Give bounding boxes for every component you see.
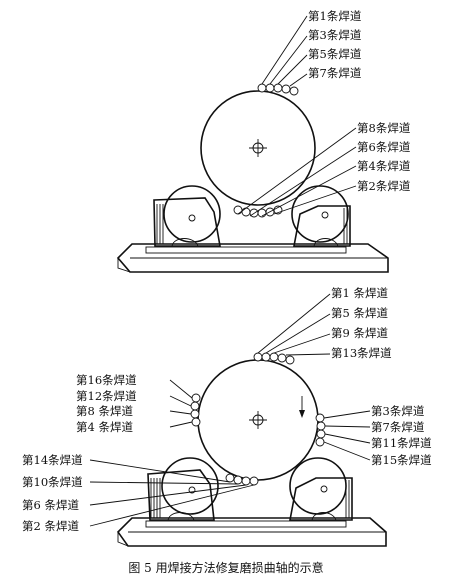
bottom-label-weld-13: 第13条焊道 [331, 346, 392, 360]
bottom-label-weld-9: 第9 条焊道 [331, 326, 388, 340]
top-label-weld-1: 第1条焊道 [308, 9, 362, 23]
bottom-label-weld-3: 第3条焊道 [371, 404, 425, 418]
bottom-label-weld-11: 第11条焊道 [371, 436, 432, 450]
bottom-leaders-left [169, 379, 193, 428]
bottom-label-weld-12: 第12条焊道 [76, 389, 137, 403]
bottom-rotation-arrow [299, 396, 305, 418]
bottom-leaders-lower [89, 459, 255, 527]
bottom-right-roller [289, 457, 353, 521]
top-label-weld-5: 第5条焊道 [308, 47, 362, 61]
bottom-label-weld-15: 第15条焊道 [371, 453, 432, 467]
bottom-left-roller [147, 457, 219, 521]
figure-caption: 图 5 用焊接方法修复磨损曲轴的示意 [128, 560, 323, 575]
top-left-roller [153, 185, 221, 247]
top-leaders-upper [261, 15, 308, 87]
bottom-label-weld-10: 第10条焊道 [22, 475, 83, 489]
top-label-weld-7: 第7条焊道 [308, 66, 362, 80]
top-labels: 第1条焊道 第3条焊道 第5条焊道 第7条焊道 第8条焊道 第6条焊道 第4条焊… [308, 9, 411, 193]
bottom-leaders-right [323, 410, 371, 461]
bottom-label-weld-6: 第6 条焊道 [22, 498, 79, 512]
bottom-labels: 第1 条焊道 第5 条焊道 第9 条焊道 第13条焊道 第16条焊道 第12条焊… [22, 286, 432, 533]
bottom-leaders-upper [257, 293, 331, 356]
top-diagram: 第1条焊道 第3条焊道 第5条焊道 第7条焊道 第8条焊道 第6条焊道 第4条焊… [116, 9, 411, 273]
top-label-weld-2: 第2条焊道 [357, 179, 411, 193]
bottom-label-weld-14: 第14条焊道 [22, 453, 83, 467]
top-leaders-lower [237, 127, 357, 217]
bottom-label-weld-2: 第2 条焊道 [22, 519, 79, 533]
bottom-label-weld-4: 第4 条焊道 [76, 420, 133, 434]
top-label-weld-8: 第8条焊道 [357, 121, 411, 135]
top-center-mark [249, 139, 267, 157]
bottom-label-weld-7: 第7条焊道 [371, 420, 425, 434]
top-right-roller [291, 185, 351, 247]
top-label-weld-6: 第6条焊道 [357, 140, 411, 154]
bottom-weld-beads-lower [225, 473, 259, 486]
bottom-diagram: 第1 条焊道 第5 条焊道 第9 条焊道 第13条焊道 第16条焊道 第12条焊… [22, 286, 432, 547]
bottom-weld-beads-left [190, 393, 201, 427]
top-base-rail [116, 243, 389, 273]
bottom-base-rail [116, 517, 387, 547]
bottom-label-weld-1: 第1 条焊道 [331, 286, 388, 300]
bottom-center-mark [249, 411, 267, 429]
top-label-weld-4: 第4条焊道 [357, 159, 411, 173]
bottom-label-weld-5: 第5 条焊道 [331, 306, 388, 320]
top-weld-beads-upper [257, 83, 299, 96]
bottom-label-weld-8: 第8 条焊道 [76, 404, 133, 418]
bottom-weld-beads-right [315, 413, 326, 447]
bottom-label-weld-16: 第16条焊道 [76, 373, 137, 387]
top-label-weld-3: 第3条焊道 [308, 28, 362, 42]
